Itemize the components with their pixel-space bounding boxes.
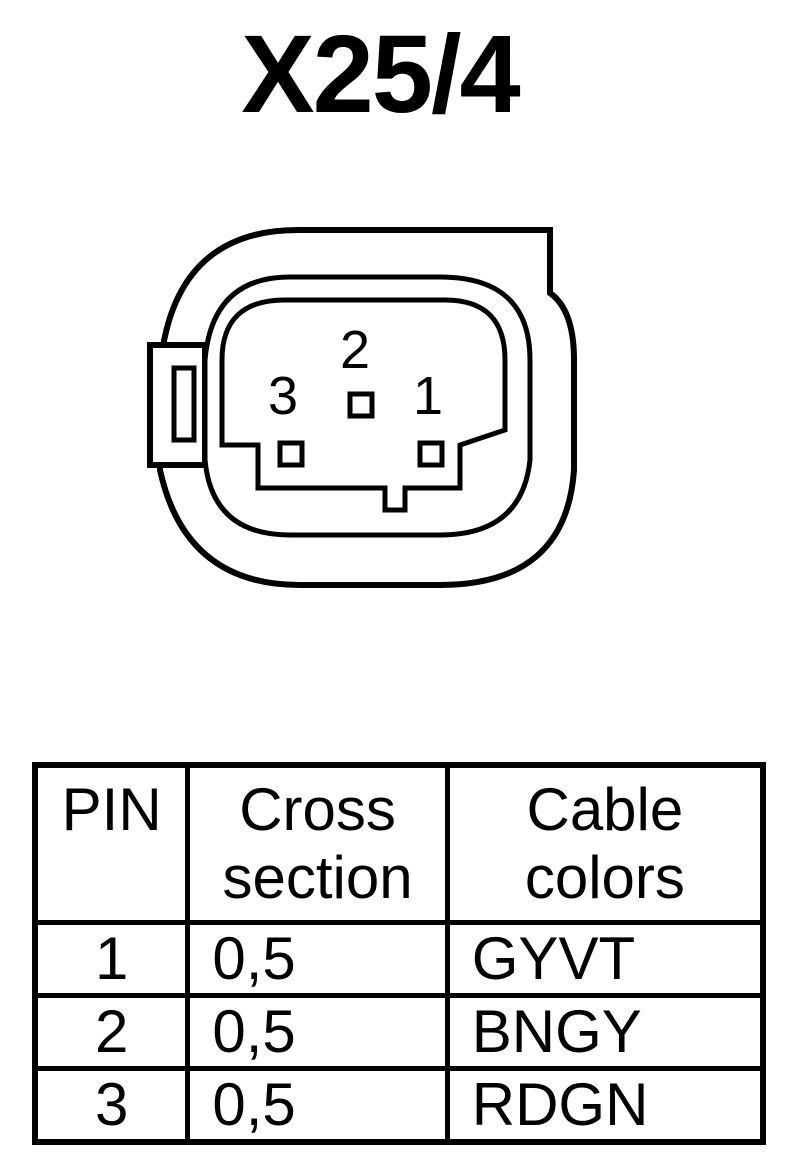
header-cross-section-line2: section [222, 844, 413, 911]
cell-cross-section: 0,5 [185, 993, 450, 1071]
pin-3-socket [277, 440, 305, 468]
header-pin: PIN [32, 762, 191, 925]
cell-cable-color: RDGN [444, 1066, 766, 1145]
connector-title: X25/4 [241, 13, 520, 136]
cell-cross-section: 0,5 [185, 1066, 450, 1145]
pin-assignment-table: PIN Cross section Cable colors 1 0,5 GYV… [32, 762, 766, 1145]
table-header-row: PIN Cross section Cable colors [32, 762, 766, 925]
table-row: 3 0,5 RDGN [32, 1066, 766, 1145]
cell-cable-color: GYVT [444, 920, 766, 998]
header-cable-colors-line1: Cable [526, 776, 684, 843]
pin-label-2: 2 [340, 320, 370, 380]
pin-label-3: 3 [268, 366, 298, 426]
cell-cable-color: BNGY [444, 993, 766, 1071]
header-cross-section-line1: Cross [239, 776, 396, 843]
pin-1-socket [417, 440, 445, 468]
table-row: 2 0,5 BNGY [32, 993, 766, 1071]
header-cable-colors-line2: colors [524, 844, 685, 911]
cell-pin: 3 [32, 1066, 191, 1145]
header-cable-colors: Cable colors [444, 762, 766, 925]
cell-cross-section: 0,5 [185, 920, 450, 998]
connector-housing-outline [157, 227, 577, 588]
connector-diagram: 2 3 1 [147, 227, 577, 588]
connector-latch-slot [171, 365, 197, 443]
cell-pin: 1 [32, 920, 191, 998]
pin-label-1: 1 [413, 366, 443, 426]
pin-2-socket [347, 391, 375, 419]
table-row: 1 0,5 GYVT [32, 920, 766, 998]
header-cross-section: Cross section [185, 762, 450, 925]
cell-pin: 2 [32, 993, 191, 1071]
